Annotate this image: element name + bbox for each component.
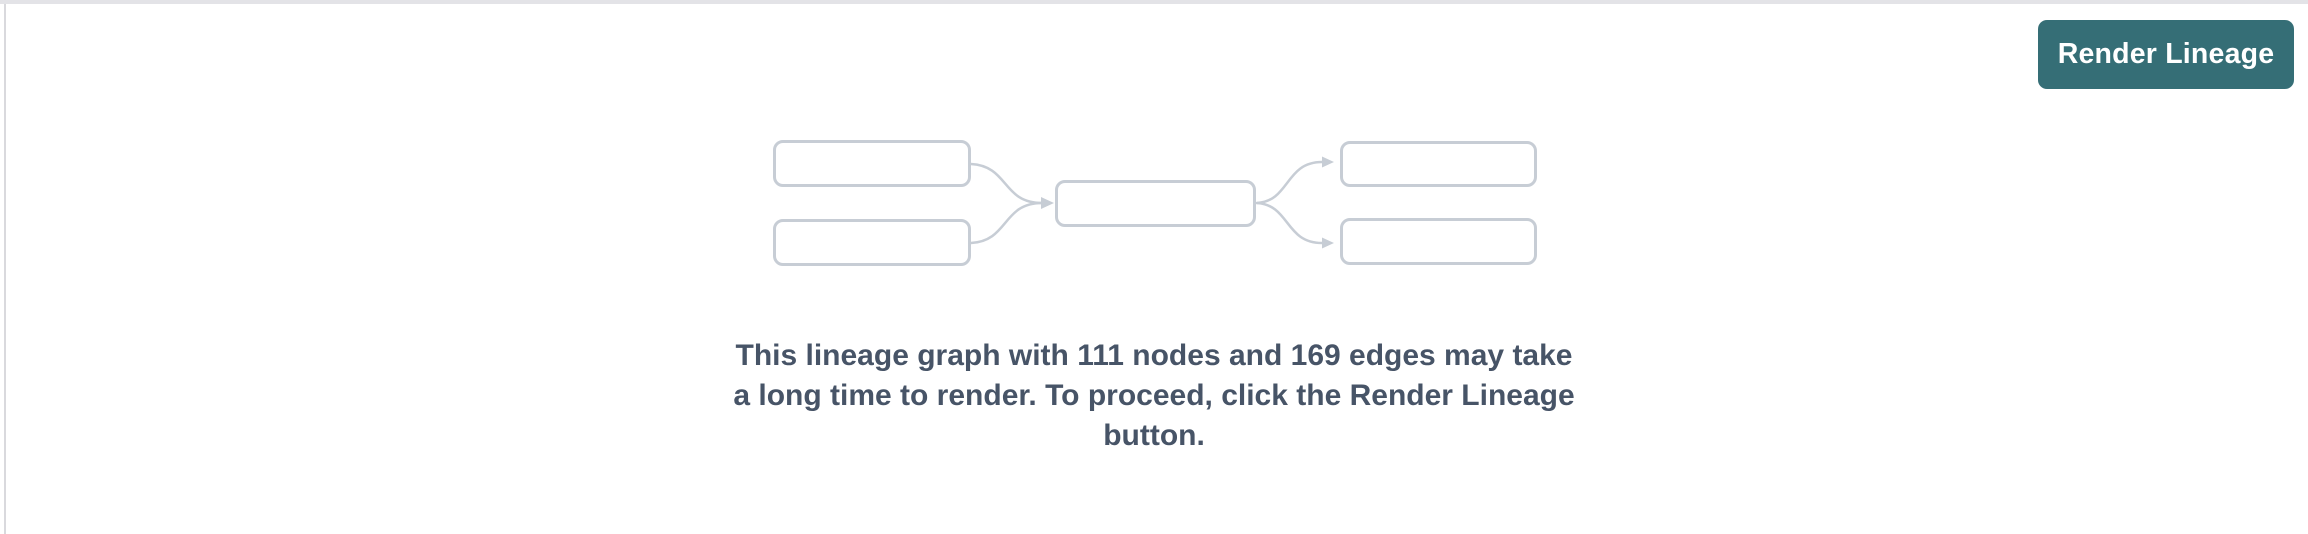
render-warning-line-3: button.	[1103, 419, 1205, 452]
arrowhead-into-topright	[1322, 156, 1334, 168]
panel-top-border	[0, 0, 2308, 4]
placeholder-node-downstream-2	[1340, 218, 1537, 265]
placeholder-node-upstream-2	[773, 219, 971, 266]
render-lineage-button[interactable]: Render Lineage	[2038, 20, 2294, 89]
arrowhead-into-center	[1041, 197, 1054, 209]
edge-center-to-bottomright	[1255, 201, 1324, 245]
render-warning-message: This lineage graph with 111 nodes and 16…	[654, 336, 1654, 456]
placeholder-node-middle	[1055, 180, 1256, 227]
arrowhead-into-bottomright	[1322, 237, 1334, 249]
lineage-placeholder-edges	[969, 156, 1334, 249]
render-warning-line-1: This lineage graph with 111 nodes and 16…	[735, 339, 1573, 372]
lineage-placeholder-diagram	[772, 139, 1538, 267]
edge-topleft-to-center	[969, 162, 1044, 205]
panel-left-border	[4, 4, 6, 534]
render-warning-line-2: a long time to render. To proceed, click…	[733, 379, 1575, 412]
placeholder-node-downstream-1	[1340, 141, 1537, 187]
placeholder-node-upstream-1	[773, 140, 971, 187]
edge-center-to-topright	[1255, 160, 1324, 205]
edge-bottomleft-to-center	[969, 201, 1044, 245]
